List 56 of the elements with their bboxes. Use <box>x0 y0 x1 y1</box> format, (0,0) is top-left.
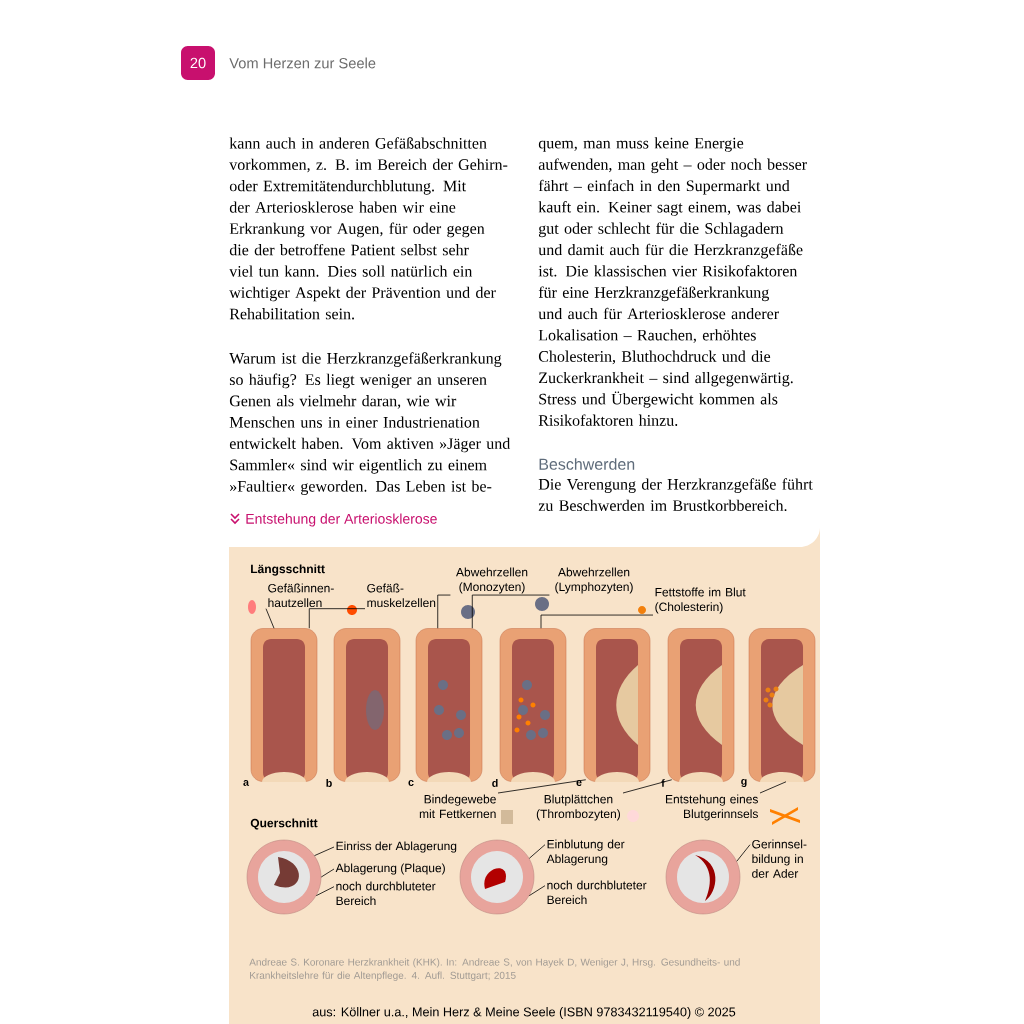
leader-line <box>759 781 787 794</box>
leader-line <box>315 886 335 897</box>
vessel-drawing <box>333 628 401 782</box>
vessel-drawing <box>583 628 651 782</box>
callout-label: Fettstoffe im Blut (Cholesterin) <box>655 587 746 614</box>
leader-line <box>736 844 751 862</box>
panel-letter: f <box>661 779 665 787</box>
cross-section-drawing <box>665 839 741 915</box>
callout-label: Abwehrzellen (Lymphozyten) <box>555 567 633 594</box>
callout-label: Entstehung eines Blutgerinnsels <box>666 794 758 821</box>
leader-line <box>437 594 451 629</box>
callout-label: Gefäß- muskelzellen <box>367 583 436 608</box>
callout-label: Gerinnsel- bildung in der Ader <box>752 839 807 878</box>
body-paragraph: quem, man muss keine Energie aufwenden, man geht – oder noch besser fährt – einfach in den Supermarkt und kauft ein. Keiner sagt einem, was dabei gut oder schlecht für die Schlagadern und damit auch für die Herzkranzgefäße ist. Die klassischen vier Risikofaktoren für eine Herzkranzgefäßerkrankung und auch für Arteriosklerose anderer Lokalisation – Rauchen, erhöhtes Cholesterin, Bluthochdruck und die Zuckerkrankheit – sind allgegenwärtig. Stress und Übergewicht kommen als Risikofaktoren hinzu. <box>538 137 807 426</box>
figure-caption: Entstehung der Arteriosklerose <box>246 513 437 527</box>
callout-label: noch durchbluteter Bereich <box>336 881 436 906</box>
body-paragraph: Die Verengung der Herzkranzgefäße führt zu Beschwerden im Brustkorbbereich. <box>538 478 813 512</box>
leader-line <box>314 846 335 857</box>
body-paragraph: kann auch in anderen Gefäßabschnitten vorkommen, z. B. im Bereich der Gehirn- oder Extremitätendurchblutung. Mit der Arteriosklerose haben wir eine Erkrankung vor Augen, für oder gegen die der betroffene Patient selbst sehr viel tun kann. Dies soll natürlich ein wichtiger Aspekt der Prävention und der Rehabilitation sein. <box>229 137 508 320</box>
vessel-drawing <box>415 628 483 782</box>
leader-line <box>622 779 673 794</box>
running-header: Vom Herzen zur Seele <box>229 57 376 69</box>
callout-label: Bindegewebe mit Fettkernen <box>419 794 496 819</box>
callout-label: Gefäßinnen- hautzellen <box>268 583 334 608</box>
panel-letter: b <box>326 779 332 787</box>
callout-label: Abwehrzellen (Monozyten) <box>456 567 528 594</box>
leader-line <box>308 608 366 629</box>
panel-letter: e <box>576 780 582 786</box>
page-number: 20 <box>181 46 215 80</box>
body-paragraph: Warum ist die Herzkranzgefäßerkrankung so häufig? Es liegt weniger an unseren Genen als vielmehr daran, wie wir Menschen uns in einer Industrienation entwickelt haben. Vom aktiven »Jäger und Sammler« sind wir eigentlich zu einem »Faultier« geworden. Das Leben ist be- <box>229 352 511 495</box>
panel-letter: a <box>243 780 250 786</box>
leader-line <box>528 885 546 897</box>
vessel-drawing <box>748 628 816 782</box>
callout-label: Blutplättchen (Thrombozyten) <box>536 794 620 821</box>
leader-line <box>265 608 275 629</box>
panel-heading: Längsschnitt <box>251 564 325 576</box>
callout-label: Ablagerung (Plaque) <box>335 863 445 875</box>
section-heading: Beschwerden <box>539 458 635 470</box>
vessel-drawing <box>667 628 735 782</box>
cross-section-drawing <box>459 839 535 915</box>
leader-line <box>540 614 654 629</box>
vessel-drawing <box>499 628 567 782</box>
cross-section-drawing <box>246 839 322 915</box>
leader-line <box>320 868 335 878</box>
leader-line <box>497 779 587 794</box>
panel-letter: c <box>408 780 414 786</box>
footer-note: aus: Köllner u.a., Mein Herz & Meine Seele (ISBN 9783432119540) © 2025 <box>312 1007 736 1019</box>
vessel-drawing <box>250 628 318 782</box>
callout-label: Einblutung der Ablagerung <box>546 839 625 866</box>
source-citation: Andreae S. Koronare Herzkrankheit (KHK). In: Andreae S, von Hayek D, Weniger J, Hrsg. Gesundheits- und Krankheitslehre für die Altenpflege. 4. Aufl. Stuttgart; 2015 <box>249 958 740 981</box>
panel-letter: d <box>492 779 498 787</box>
panel-letter: g <box>741 779 747 787</box>
callout-label: Einriss der Ablagerung <box>336 841 457 853</box>
callout-label: noch durchbluteter Bereich <box>547 880 647 905</box>
leader-line <box>471 594 550 629</box>
leader-line <box>528 844 546 859</box>
